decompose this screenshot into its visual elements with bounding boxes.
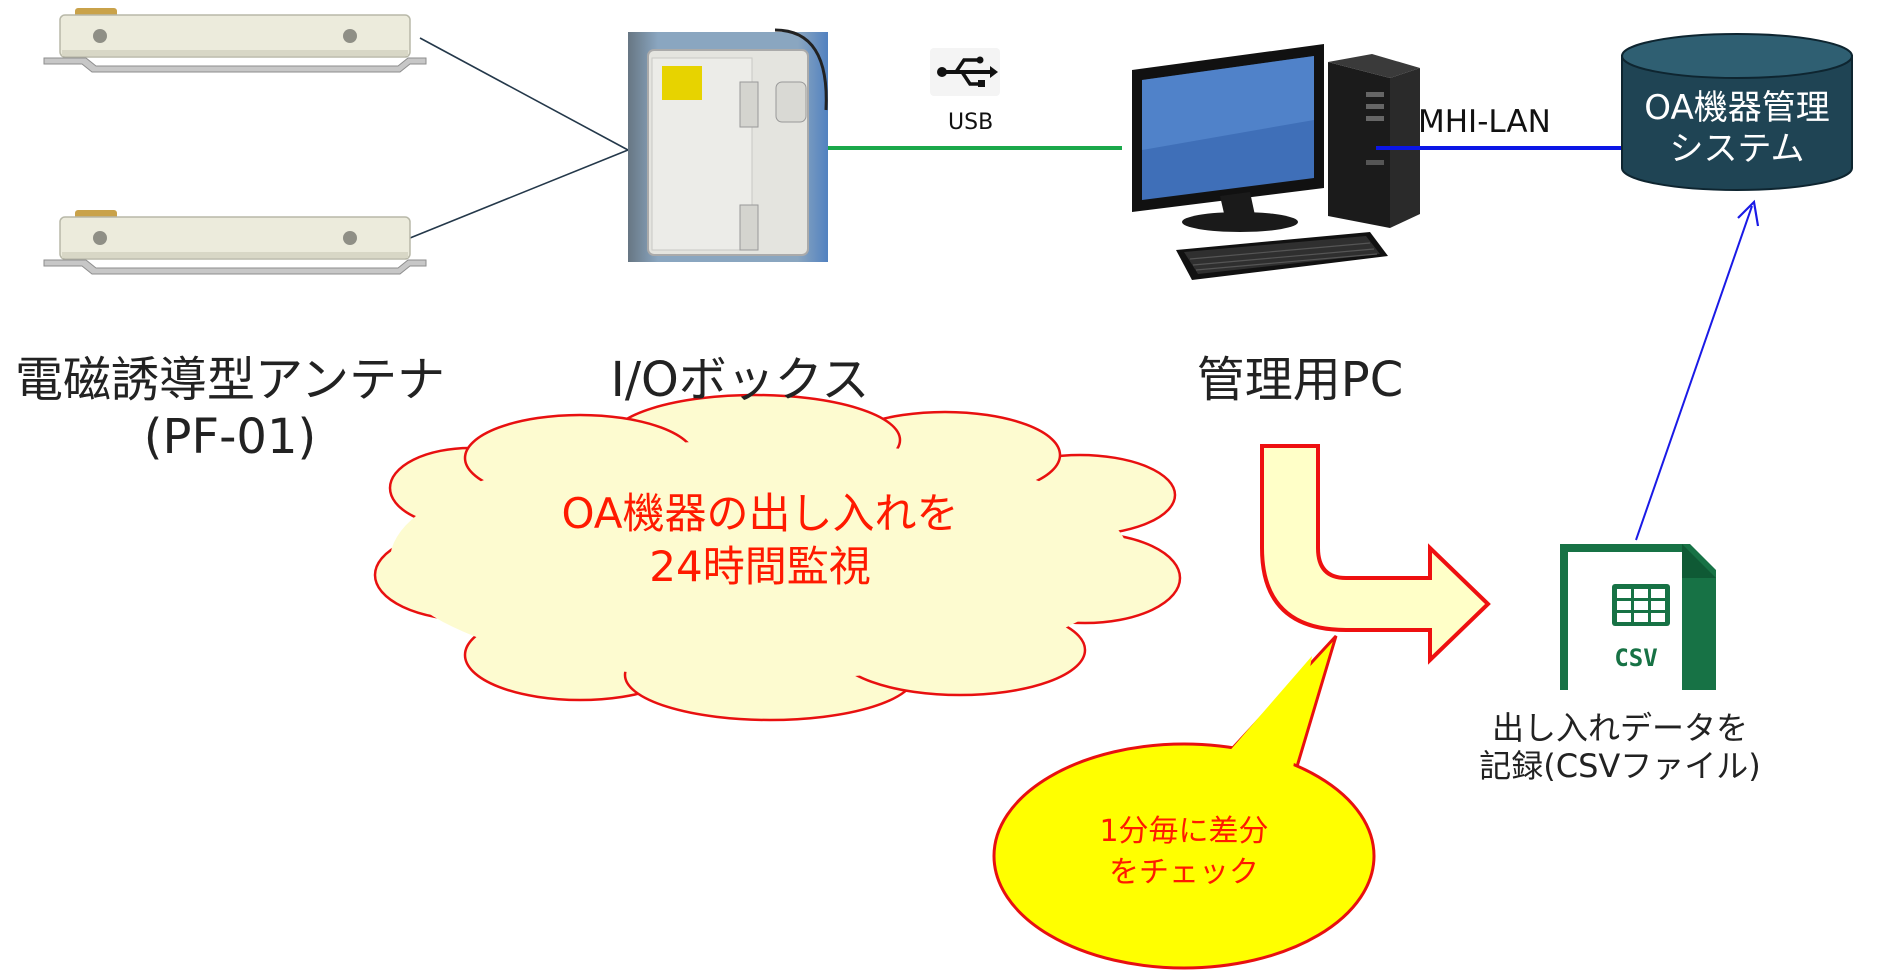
csv-caption-line1: 出し入れデータを (1491, 709, 1748, 747)
cloud-text: OA機器の出し入れを 24時間監視 (460, 488, 1060, 593)
database-icon (1621, 33, 1853, 191)
usb-icon (930, 48, 1000, 96)
csv-file-icon (1560, 544, 1716, 690)
bubble-text: 1分毎に差分 をチェック (1034, 812, 1334, 893)
antenna-caption: 電磁誘導型アンテナ (PF-01) (0, 352, 460, 465)
cloud-text-line1: OA機器の出し入れを (561, 489, 959, 538)
database-label: OA機器管理 システム (1622, 88, 1852, 171)
antenna-device-icon (43, 210, 427, 275)
desktop-pc-icon (1132, 44, 1420, 280)
antenna-top-connector (419, 37, 629, 151)
csv-caption: 出し入れデータを 記録(CSVファイル) (1460, 709, 1780, 786)
cloud-text-line2: 24時間監視 (649, 541, 871, 591)
cloud-shape (373, 393, 1182, 722)
io-box-caption: I/Oボックス (610, 352, 870, 408)
antenna-bottom-connector (409, 149, 629, 239)
csv-icon-text: CSV (1614, 644, 1658, 672)
database-label-line2: システム (1669, 129, 1805, 170)
speech-bubble (992, 634, 1376, 970)
csv-caption-line2: 記録(CSVファイル) (1479, 746, 1761, 785)
pc-caption: 管理用PC (1196, 352, 1404, 408)
bubble-text-line1: 1分毎に差分 (1099, 814, 1269, 849)
io-box-icon (628, 28, 828, 262)
antenna-caption-line2: (PF-01) (143, 408, 317, 465)
database-label-line1: OA機器管理 (1644, 88, 1830, 128)
antenna-device-icon (43, 8, 427, 73)
bubble-text-line2: をチェック (1109, 854, 1259, 890)
antenna-caption-line1: 電磁誘導型アンテナ (14, 352, 446, 408)
usb-label: USB (948, 110, 994, 135)
bent-flow-arrow (1260, 444, 1491, 665)
csv-to-db-arrow (1635, 199, 1760, 541)
lan-label: MHI-LAN (1418, 104, 1551, 140)
